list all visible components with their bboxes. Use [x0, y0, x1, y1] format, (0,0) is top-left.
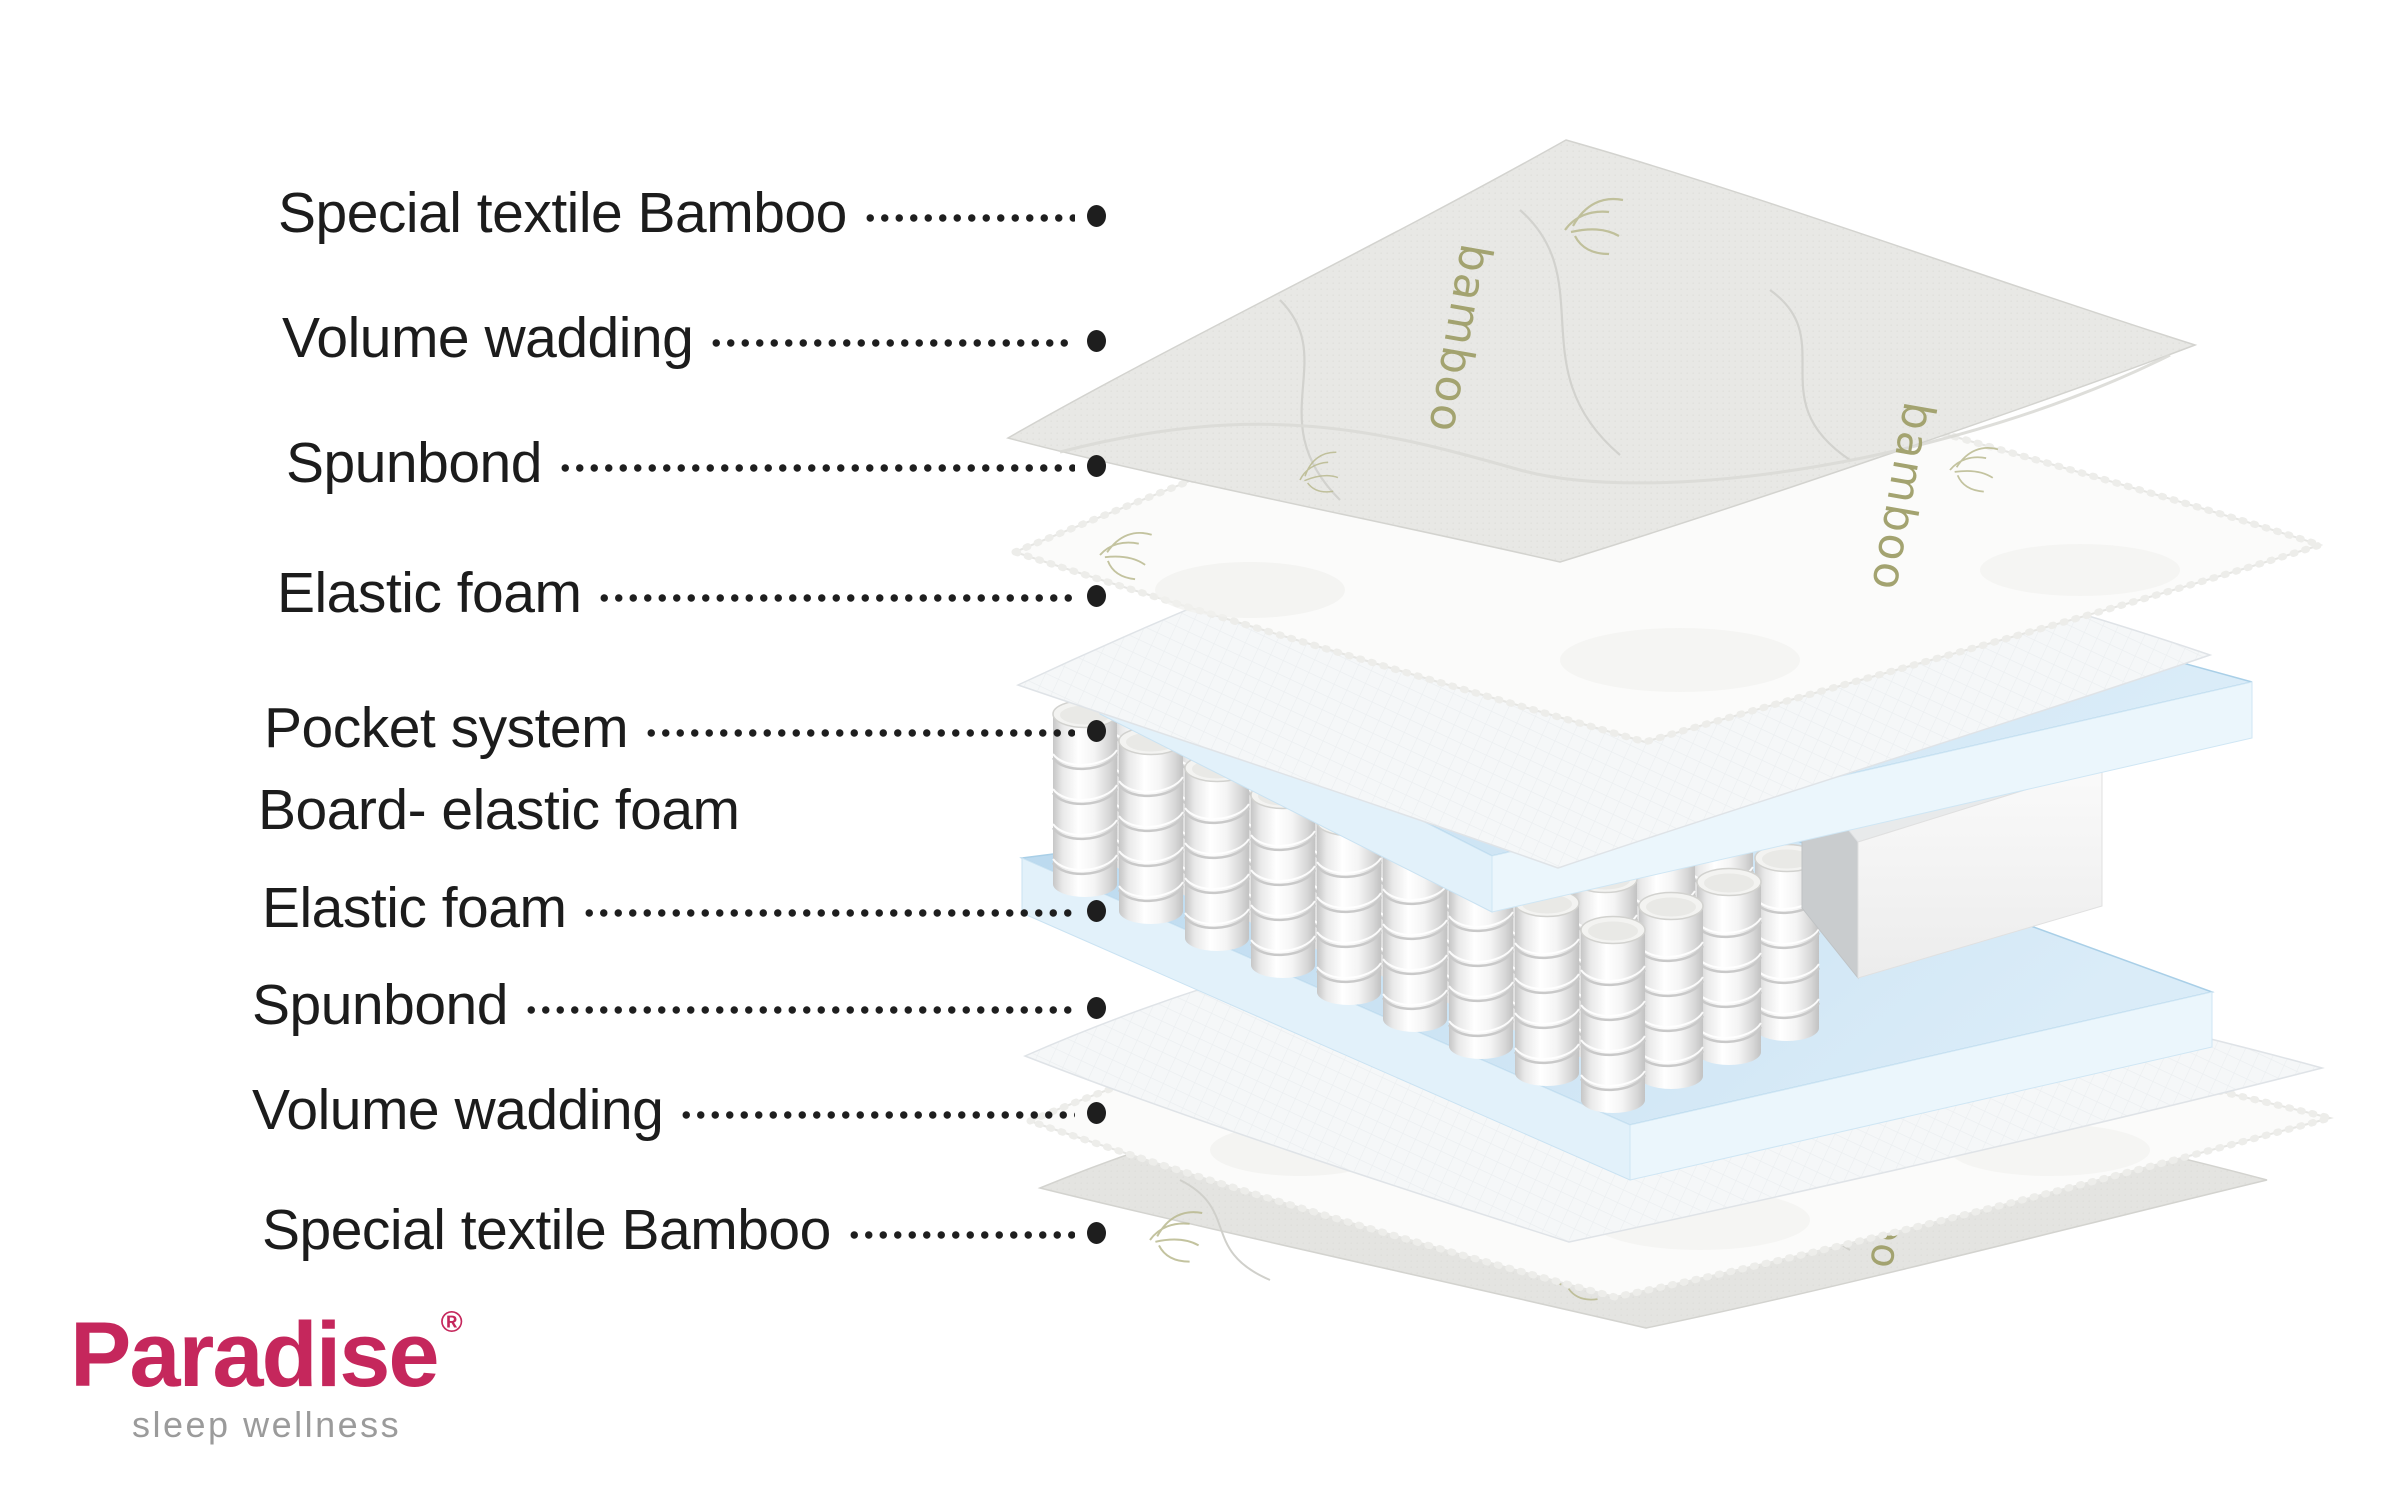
layer-label: Volume wadding [252, 1078, 664, 1142]
leader-dots [644, 728, 1075, 738]
leader-dots [846, 1230, 1075, 1240]
label-row-special-textile-bamboo-bottom: Special textile Bamboo [262, 1198, 1106, 1262]
label-row-board-elastic-foam: Board- elastic foam [258, 778, 1106, 842]
layer-label: Spunbond [252, 973, 508, 1037]
leader-dots [582, 908, 1075, 918]
layer-label: Spunbond [286, 431, 542, 495]
layer-label: Volume wadding [282, 306, 694, 370]
leader-dots [597, 593, 1075, 603]
leader-dots [862, 213, 1075, 223]
brand-wordmark-line: Paradise® [70, 1306, 463, 1402]
label-row-pocket-system: Pocket system [264, 696, 1106, 760]
leader-dots [709, 338, 1075, 348]
registered-trademark-icon: ® [440, 1306, 463, 1339]
label-row-volume-wadding-bottom: Volume wadding [252, 1078, 1106, 1142]
leader-end-dot [1087, 900, 1106, 922]
layer-label: Elastic foam [262, 876, 567, 940]
label-row-spunbond-top: Spunbond [286, 431, 1106, 495]
layer-label: Elastic foam [277, 561, 582, 625]
leader-end-dot [1087, 330, 1106, 352]
leader-end-dot [1087, 1102, 1106, 1124]
brand-tagline: sleep wellness [132, 1404, 402, 1445]
label-row-elastic-foam-lower: Elastic foam [262, 876, 1106, 940]
leader-end-dot [1087, 997, 1106, 1019]
leader-end-dot [1087, 720, 1106, 742]
layer-label: Special textile Bamboo [278, 181, 847, 245]
label-row-spunbond-bottom: Spunbond [252, 973, 1106, 1037]
layer-label: Special textile Bamboo [262, 1198, 831, 1262]
layer-label: Board- elastic foam [258, 778, 740, 842]
leader-dots [523, 1005, 1075, 1015]
label-row-volume-wadding-top: Volume wadding [282, 306, 1106, 370]
leader-end-dot [1087, 585, 1106, 607]
brand-wordmark: Paradise [70, 1304, 440, 1406]
leader-end-dot [1087, 455, 1106, 477]
label-row-special-textile-bamboo-top: Special textile Bamboo [278, 181, 1106, 245]
leader-dots [557, 463, 1075, 473]
leader-end-dot [1087, 1222, 1106, 1244]
layer-label: Pocket system [264, 696, 629, 760]
brand-logo: Paradise® sleep wellness [70, 1308, 463, 1443]
leader-end-dot [1087, 205, 1106, 227]
label-row-elastic-foam-upper: Elastic foam [277, 561, 1106, 625]
leader-dots [679, 1110, 1075, 1120]
